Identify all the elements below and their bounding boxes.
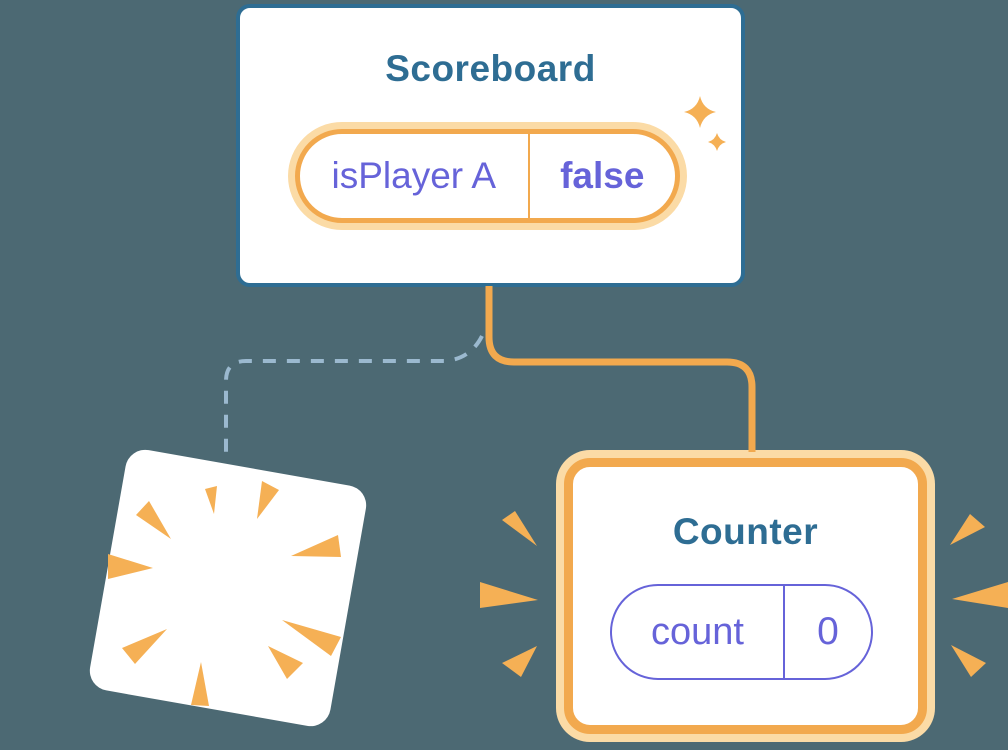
emphasis-rays-left-icon bbox=[480, 511, 538, 677]
edge-to-counter-line bbox=[485, 286, 756, 452]
burst-rays-icon bbox=[108, 481, 341, 706]
emphasis-rays-right-icon bbox=[950, 514, 1008, 677]
destroyed-component-card bbox=[89, 449, 367, 727]
counter-component-card: Counter count 0 bbox=[564, 458, 927, 734]
scoreboard-title: Scoreboard bbox=[385, 48, 596, 89]
scoreboard-component-card: Scoreboard isPlayer A false bbox=[236, 4, 745, 287]
scoreboard-state-pill: isPlayer A false bbox=[295, 129, 680, 223]
state-name: isPlayer A bbox=[300, 134, 530, 218]
counter-title: Counter bbox=[672, 511, 819, 552]
state-name: count bbox=[612, 586, 785, 678]
edge-to-destroyed-dashed-line bbox=[224, 335, 484, 460]
state-value: 0 bbox=[817, 610, 839, 653]
state-value: false bbox=[560, 155, 645, 196]
counter-state-pill: count 0 bbox=[610, 584, 873, 680]
